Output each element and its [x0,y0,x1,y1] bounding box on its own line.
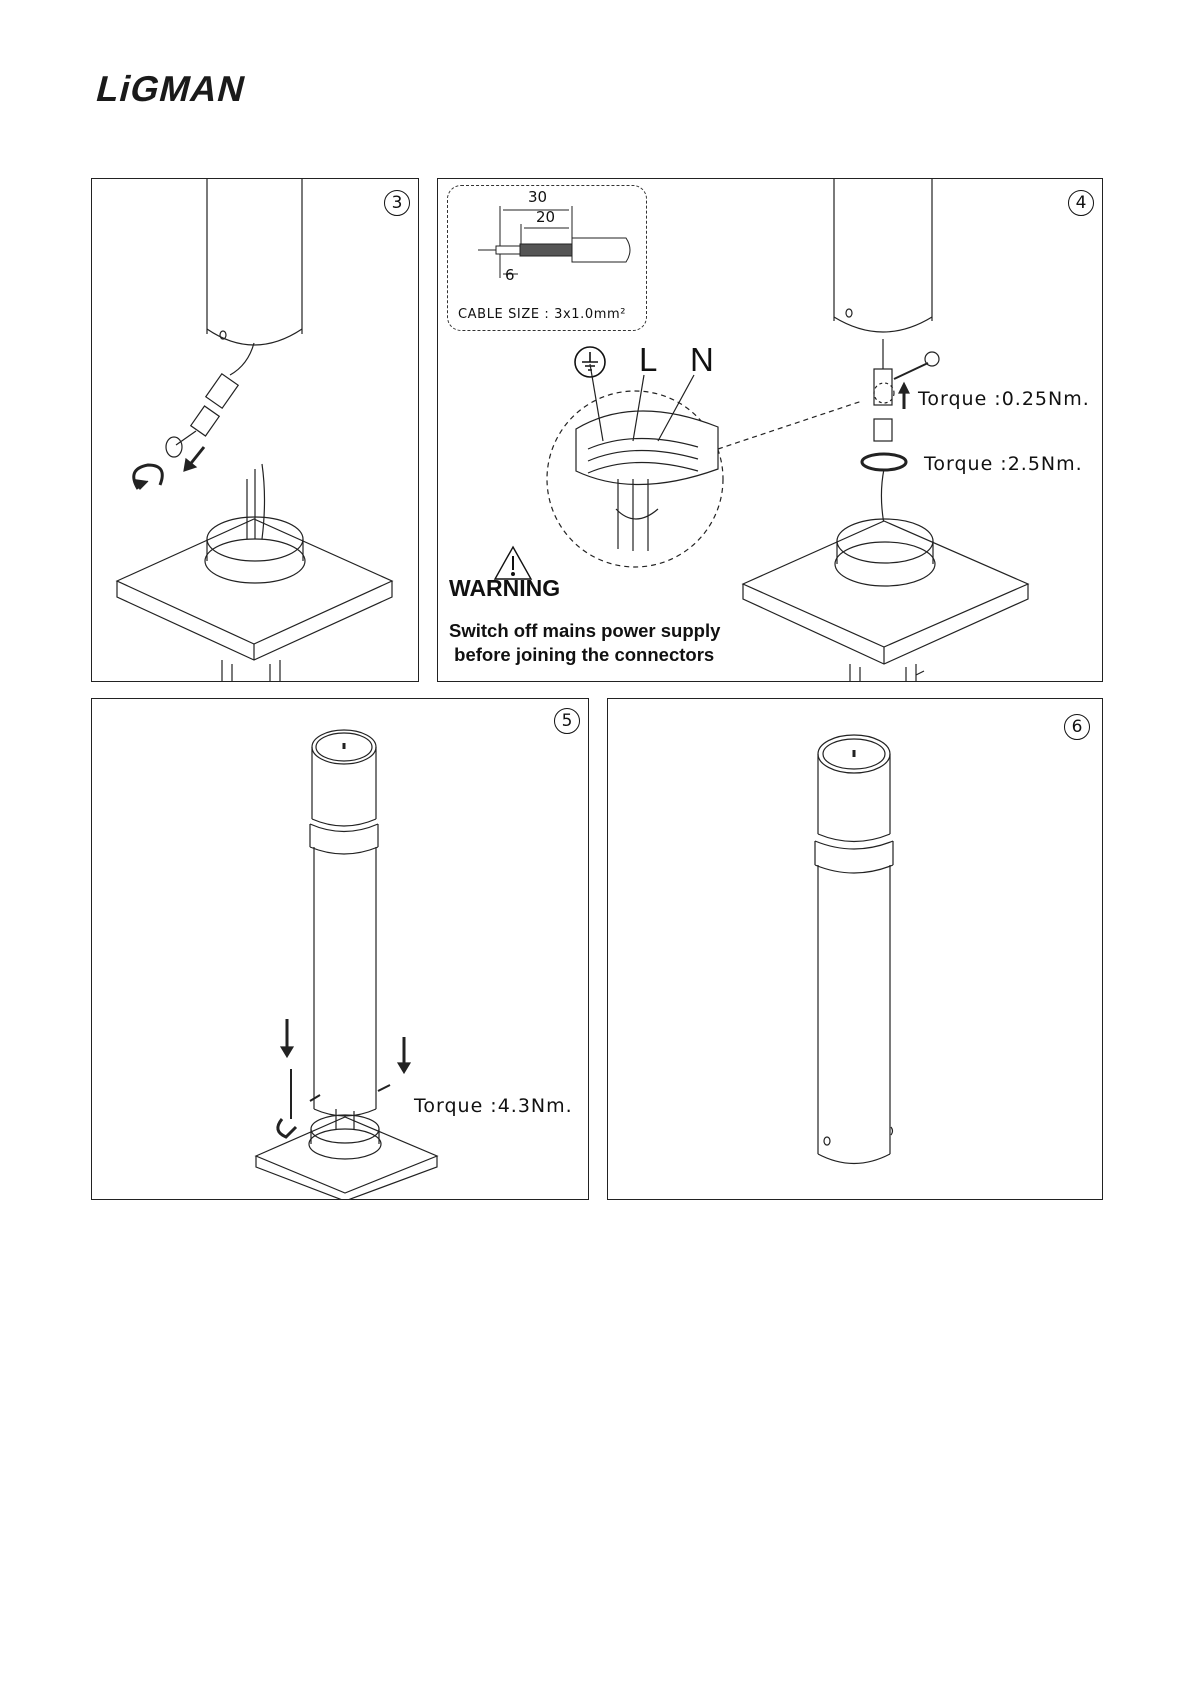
step-6-panel: 6 [607,698,1103,1200]
step-5-illustration [92,699,589,1200]
step-3-panel: 3 [91,178,419,682]
ligman-logo: LiGMAN [92,70,307,106]
step-4-illustration [438,179,1103,682]
warning-title: WARNING [449,575,560,602]
connector-torque-label: Torque :0.25Nm. [918,388,1090,410]
step-3-illustration [92,179,419,682]
step-6-illustration [608,699,1103,1200]
svg-text:LiGMAN: LiGMAN [92,70,250,106]
warning-text: Switch off mains power supply before joi… [449,619,720,667]
gland-torque-label: Torque :2.5Nm. [924,453,1083,475]
step-4-panel: 4 30 20 6 CABLE SIZE : 3x1.0mm² L N [437,178,1103,682]
step-5-panel: 5 Torque :4.3Nm. [91,698,589,1200]
step-5-torque-label: Torque :4.3Nm. [414,1095,573,1117]
